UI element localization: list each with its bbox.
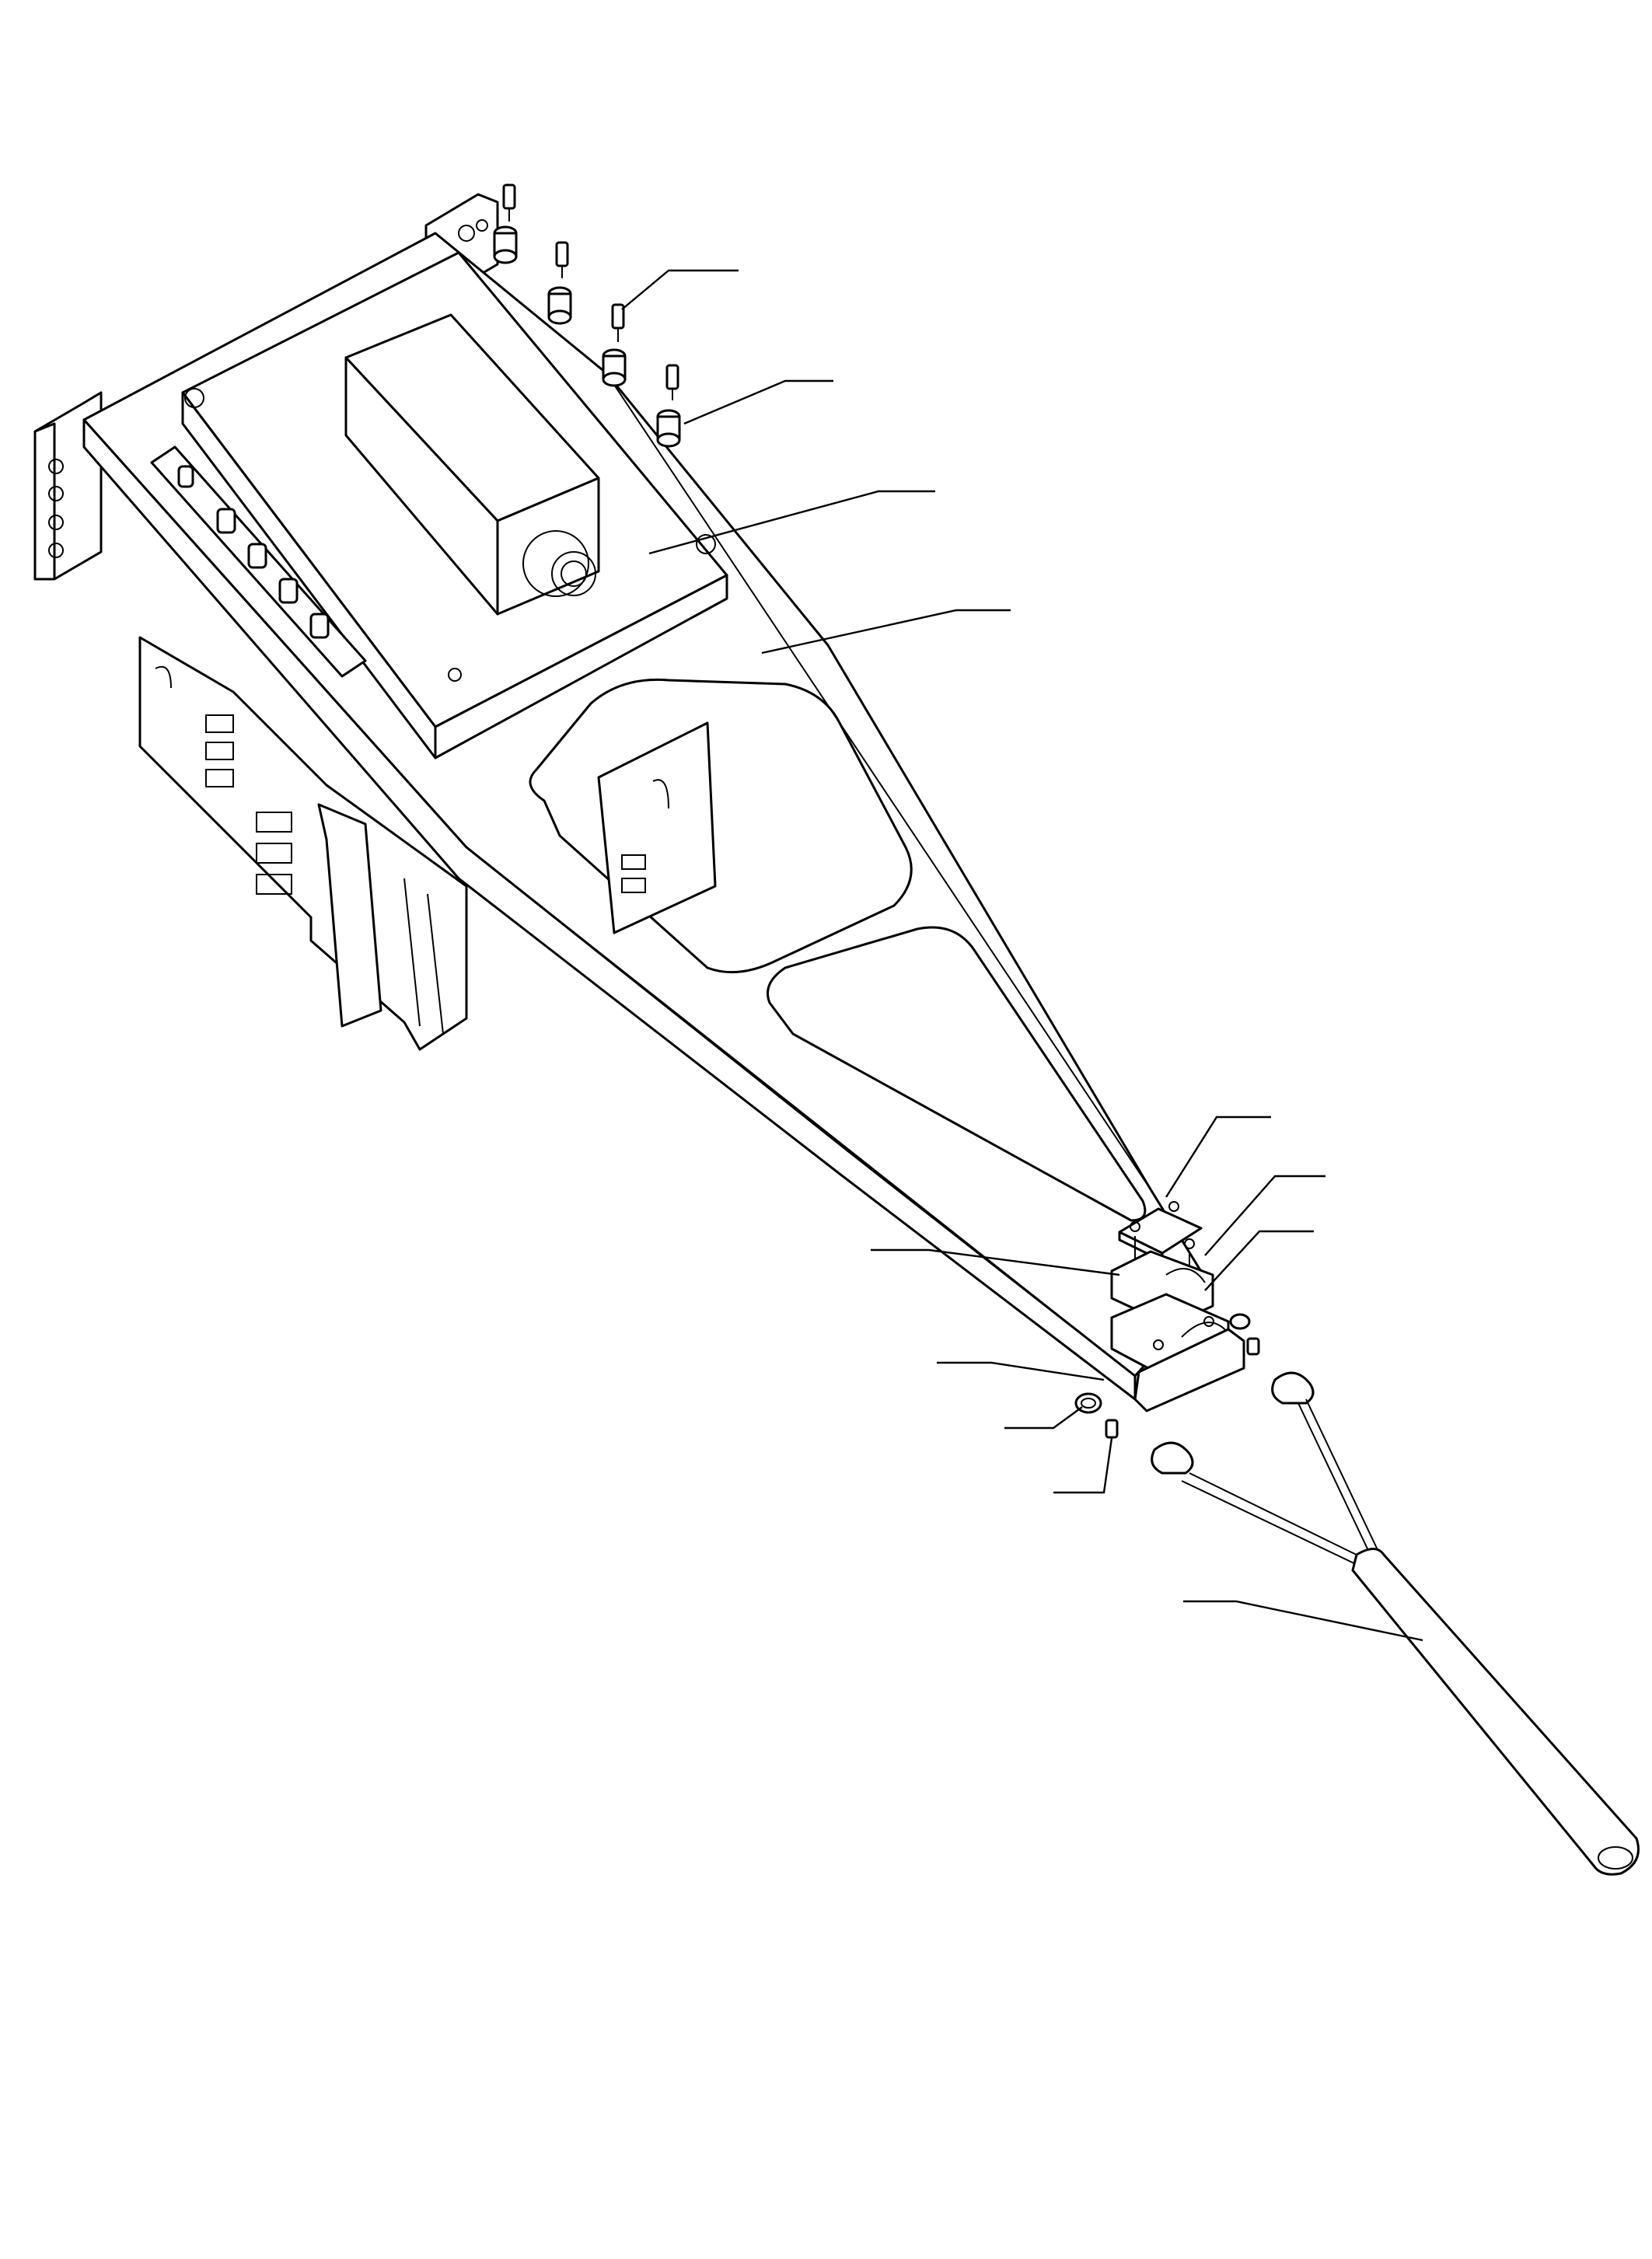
frame-cutout-upper (529, 678, 913, 974)
lifting-sling (1151, 1371, 1640, 1876)
eye-bolt-nut (1105, 1419, 1119, 1439)
spacer-2 (547, 286, 572, 325)
eye-bolt-right (1229, 1313, 1260, 1356)
cap-screw-4 (665, 364, 679, 400)
spacer-4 (656, 409, 681, 448)
cap-screw-set (502, 183, 679, 400)
callout-leaders (621, 269, 1423, 1642)
leader-7 (1204, 1230, 1314, 1291)
leader-6 (1204, 1175, 1325, 1256)
spacer-1 (493, 225, 518, 264)
cap-screw-2 (555, 241, 569, 278)
motor-housing (344, 313, 600, 616)
cap-screw-1 (502, 183, 516, 222)
clamp-assembly (1110, 1201, 1245, 1412)
terminal-strip (150, 445, 367, 678)
sling-eye-right (1271, 1371, 1315, 1405)
leader-9 (937, 1361, 1105, 1381)
sling-eye-left (1151, 1441, 1194, 1475)
cap-screw-3 (611, 303, 625, 342)
sling-tail (1351, 1548, 1640, 1876)
leader-10 (1004, 1406, 1083, 1430)
electronics-cabinet (138, 636, 468, 1051)
rear-cabinet (597, 721, 717, 934)
leader-11 (1053, 1437, 1113, 1494)
spacer-3 (602, 348, 627, 387)
leader-12 (1183, 1600, 1423, 1642)
leader-3 (648, 490, 935, 555)
leader-2 (683, 379, 833, 425)
spacer-set (493, 225, 681, 448)
leader-4 (761, 609, 1011, 655)
leader-5 (1165, 1116, 1271, 1198)
leader-1 (621, 269, 739, 310)
clamp-base-block (1133, 1328, 1245, 1412)
leader-8 (871, 1248, 1120, 1276)
